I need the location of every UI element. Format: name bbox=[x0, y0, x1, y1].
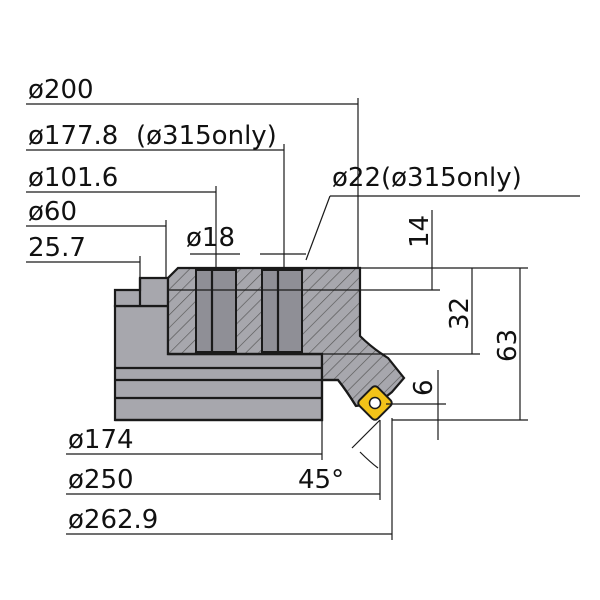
label-h6: 6 bbox=[409, 379, 439, 396]
label-d177-8: ø177.8 bbox=[28, 121, 118, 151]
body-outline bbox=[115, 378, 357, 422]
bolt-hole-2 bbox=[261, 269, 303, 353]
label-d18: ø18 bbox=[186, 223, 235, 253]
label-d101-6: ø101.6 bbox=[28, 163, 118, 193]
label-angle-45: 45° bbox=[298, 465, 344, 495]
label-h14: 14 bbox=[405, 215, 435, 248]
label-d25-7: 25.7 bbox=[28, 233, 86, 263]
step-section bbox=[113, 276, 170, 308]
label-d22: ø22(ø315only) bbox=[332, 163, 522, 193]
label-d174: ø174 bbox=[68, 425, 134, 455]
label-d60: ø60 bbox=[28, 197, 77, 227]
leader-d22 bbox=[305, 195, 331, 261]
bolt-hole-1 bbox=[195, 269, 237, 353]
label-h63: 63 bbox=[493, 329, 523, 362]
top-diameter-dims bbox=[26, 98, 580, 278]
height-dims bbox=[168, 210, 528, 440]
label-h32: 32 bbox=[445, 297, 475, 330]
angle-leader bbox=[351, 419, 381, 449]
label-d262-9: ø262.9 bbox=[68, 505, 158, 535]
label-d315-only: (ø315only) bbox=[136, 121, 277, 151]
insert bbox=[357, 385, 393, 421]
label-d250: ø250 bbox=[68, 465, 134, 495]
label-d200: ø200 bbox=[28, 75, 94, 105]
angle-arc bbox=[359, 451, 379, 469]
bottom-diameter-dims bbox=[66, 418, 393, 540]
insert-screw-icon bbox=[368, 396, 382, 410]
